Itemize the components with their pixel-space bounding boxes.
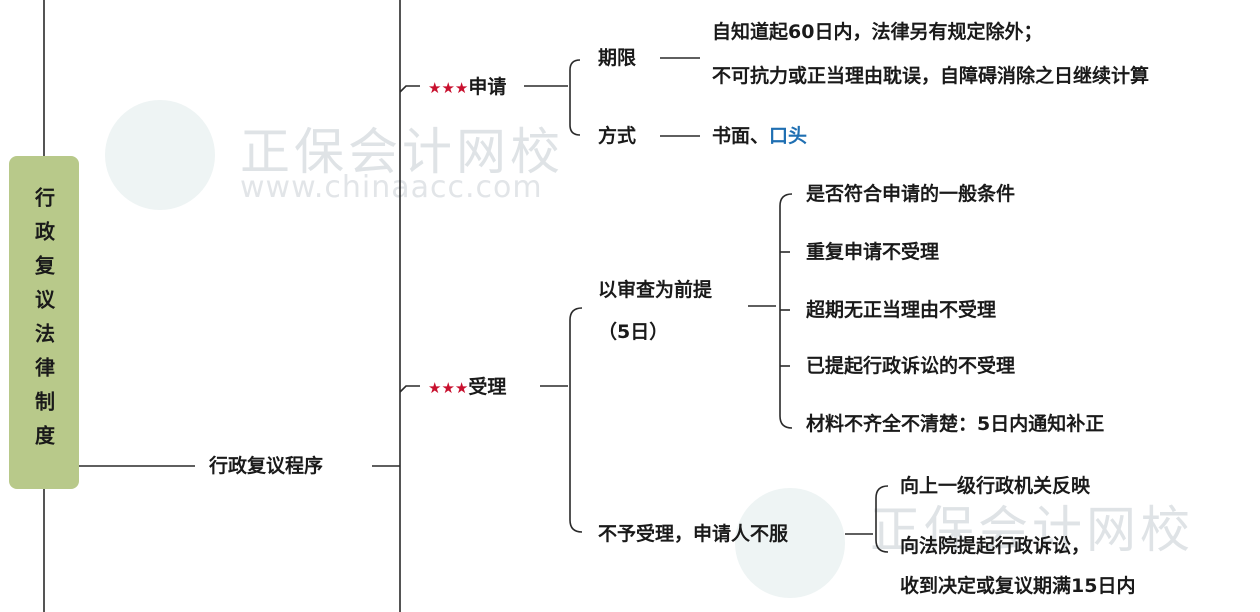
deadline-text-2: 不可抗力或正当理由耽误，自障碍消除之日继续计算 [712, 65, 1150, 87]
apply-node: ★★★申请 [428, 75, 506, 100]
watermark-logo-icon [105, 100, 215, 210]
method-written: 书面、 [712, 125, 770, 147]
method-text: 书面、口头 [712, 124, 807, 148]
reject-item: 向上一级行政机关反映 [900, 475, 1091, 497]
review-item: 超期无正当理由不受理 [806, 299, 997, 321]
review-item: 是否符合申请的一般条件 [806, 183, 1016, 205]
review-node-line2: （5日） [598, 321, 669, 343]
branch-apply-connector [399, 85, 420, 93]
deadline-text-1: 自知道起60日内，法律另有规定除外； [712, 21, 1043, 43]
accept-label: 受理 [468, 376, 507, 398]
apply-label: 申请 [468, 76, 507, 98]
apply-stars: ★★★ [428, 79, 469, 97]
reject-item: 向法院提起行政诉讼， [900, 535, 1091, 557]
reject-bracket [875, 485, 889, 553]
accept-node: ★★★受理 [428, 375, 506, 400]
accept-bracket [569, 307, 583, 533]
review-item: 已提起行政诉讼的不受理 [806, 355, 1016, 377]
watermark-logo-icon-2 [735, 488, 845, 598]
review-item: 材料不齐全不清楚：5日内通知补正 [806, 413, 1105, 435]
deadline-node: 期限 [598, 47, 637, 69]
method-oral: 口头 [769, 125, 808, 147]
review-bracket [779, 193, 793, 429]
apply-bracket [569, 59, 581, 136]
method-node: 方式 [598, 125, 637, 147]
review-node-line1: 以审查为前提 [598, 279, 713, 301]
root-node: 行政复议法律制度 [9, 156, 79, 489]
root-label: 行政复议法律制度 [31, 186, 56, 459]
procedure-node: 行政复议程序 [209, 455, 324, 477]
review-item: 重复申请不受理 [806, 241, 940, 263]
reject-item: 收到决定或复议期满15日内 [900, 575, 1136, 597]
accept-stars: ★★★ [428, 379, 469, 397]
branch-accept-connector [399, 385, 420, 393]
reject-node: 不予受理，申请人不服 [598, 523, 789, 545]
